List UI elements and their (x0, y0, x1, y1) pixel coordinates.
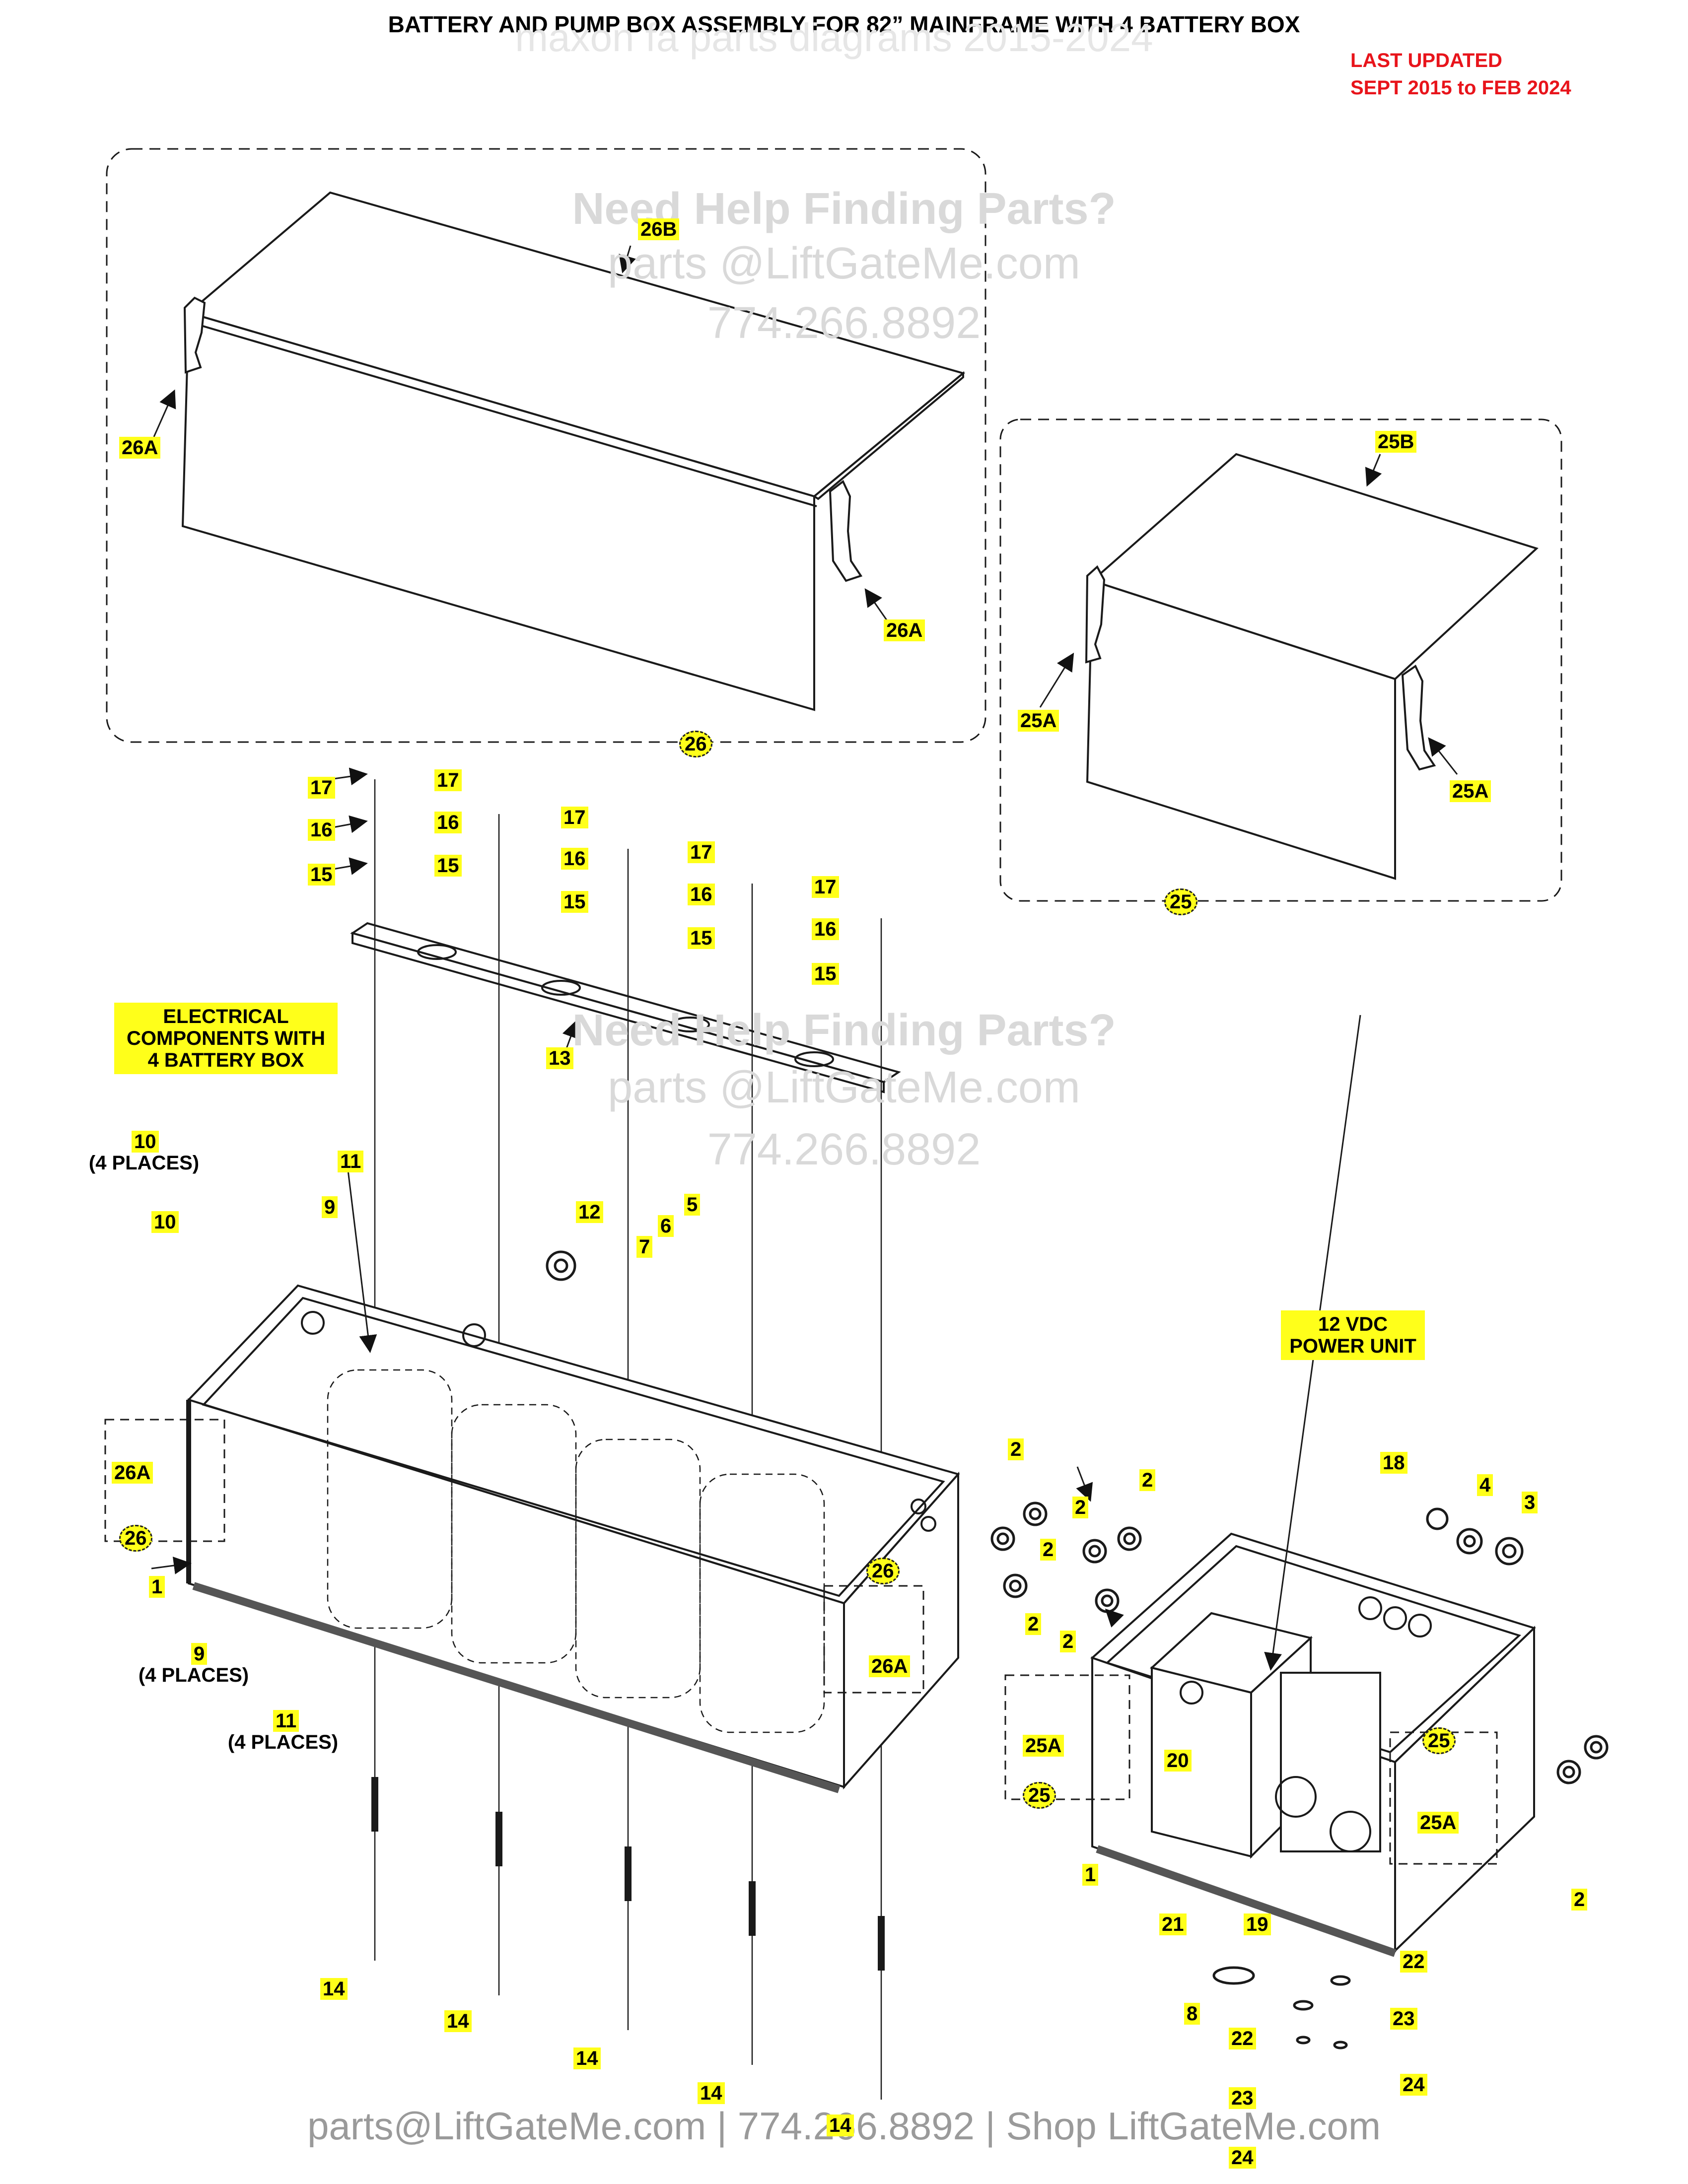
label-2-d: 2 (1072, 1497, 1089, 1518)
label-25a-right: 25A (1450, 780, 1491, 802)
label-26-detail-left: 26 (119, 1525, 152, 1552)
detail-26-left (104, 1419, 225, 1542)
label-26b: 26B (638, 218, 680, 240)
power-unit (1149, 1612, 1381, 1859)
label-25b: 25B (1375, 431, 1417, 453)
label-19: 19 (1244, 1913, 1271, 1935)
label-11-top: 11 (338, 1151, 364, 1172)
label-14-d: 14 (698, 2082, 725, 2104)
label-14-b: 14 (444, 2010, 472, 2032)
label-14-c: 14 (573, 2048, 601, 2069)
label-20: 20 (1164, 1750, 1192, 1772)
label-17-c: 17 (561, 807, 588, 828)
label-9-top: 9 (322, 1196, 338, 1218)
electrical-components-callout: ELECTRICAL COMPONENTS WITH 4 BATTERY BOX (114, 1003, 338, 1074)
label-16-d: 16 (688, 884, 715, 905)
watermark-phone-1: 774.266.8892 (707, 298, 981, 348)
label-7: 7 (636, 1236, 653, 1258)
battery-box-1 (186, 1284, 960, 1793)
detail-26-right (823, 1585, 924, 1694)
label-17-b: 17 (434, 769, 462, 791)
label-17-d: 17 (688, 841, 715, 863)
label-15-a: 15 (308, 864, 335, 886)
label-26a-detail-right: 26A (869, 1655, 911, 1677)
label-25a-left: 25A (1018, 710, 1059, 732)
label-16-a: 16 (308, 819, 335, 841)
last-updated-range: SEPT 2015 to FEB 2024 (1350, 77, 1571, 99)
label-10-top: 10 (132, 1131, 159, 1153)
label-23-b: 23 (1229, 2087, 1256, 2109)
label-21: 21 (1159, 1913, 1187, 1935)
label-13: 13 (546, 1047, 573, 1069)
cover-26-frame (106, 148, 986, 743)
label-9-bottom: 9 (191, 1643, 208, 1665)
label-26a-left: 26A (119, 437, 161, 459)
label-2-f: 2 (1060, 1631, 1076, 1652)
label-26a-detail-left: 26A (112, 1462, 153, 1484)
label-25-group: 25 (1164, 888, 1197, 915)
label-25-detail-right: 25 (1422, 1727, 1456, 1754)
rod-threads (371, 1777, 885, 1971)
label-1-pump-box: 1 (1082, 1864, 1099, 1886)
label-6: 6 (658, 1215, 674, 1237)
hold-down-bar-13 (350, 922, 901, 1093)
label-25a-detail-right: 25A (1417, 1812, 1459, 1834)
label-2-a: 2 (1008, 1438, 1024, 1460)
label-23-a: 23 (1390, 2008, 1417, 2030)
label-11-bottom: 11 (273, 1710, 299, 1732)
watermark-email-1: parts @LiftGateMe.com (608, 239, 1080, 288)
watermark-help-1: Need Help Finding Parts? (572, 184, 1116, 234)
label-12: 12 (576, 1201, 603, 1223)
label-15-d: 15 (688, 927, 715, 949)
label-2-g: 2 (1571, 1889, 1588, 1911)
label-4: 4 (1477, 1474, 1493, 1496)
label-22-b: 22 (1229, 2028, 1256, 2049)
watermark-help-2: Need Help Finding Parts? (572, 1006, 1116, 1055)
label-17-e: 17 (812, 876, 839, 898)
label-2-b: 2 (1040, 1539, 1056, 1561)
watermark-phone-2: 774.266.8892 (707, 1125, 981, 1174)
label-24-a: 24 (1400, 2074, 1427, 2096)
last-updated-label: LAST UPDATED (1350, 50, 1502, 71)
label-24-b: 24 (1229, 2147, 1256, 2169)
pump-box-cover-25b (1085, 453, 1539, 880)
label-26-group: 26 (679, 731, 712, 757)
power-unit-callout: 12 VDC POWER UNIT (1281, 1310, 1425, 1360)
battery-box-cover-26b (181, 191, 966, 711)
label-26-detail-right: 26 (866, 1558, 900, 1584)
detail-25-left (1004, 1674, 1130, 1800)
label-16-e: 16 (812, 918, 839, 940)
label-25-detail-left: 25 (1023, 1782, 1056, 1809)
label-8: 8 (1184, 2003, 1200, 2025)
label-16-c: 16 (561, 848, 588, 870)
label-15-b: 15 (434, 855, 462, 877)
watermark-email-2: parts @LiftGateMe.com (608, 1063, 1080, 1112)
label-1-battery-box: 1 (149, 1576, 165, 1598)
label-25a-detail-left: 25A (1023, 1735, 1064, 1757)
note-10-four-places: (4 PLACES) (88, 1152, 200, 1174)
label-5: 5 (684, 1194, 701, 1216)
label-26a-right: 26A (884, 619, 925, 641)
label-18: 18 (1380, 1452, 1407, 1474)
label-2-e: 2 (1139, 1469, 1156, 1491)
label-15-c: 15 (561, 891, 588, 913)
label-3: 3 (1522, 1492, 1538, 1513)
label-14-a: 14 (320, 1978, 348, 2000)
label-14-e: 14 (827, 2115, 854, 2136)
label-22-a: 22 (1400, 1951, 1427, 1973)
sheet-title: BATTERY AND PUMP BOX ASSEMBLY FOR 82” MA… (388, 11, 1300, 37)
note-9-four-places: (4 PLACES) (138, 1664, 249, 1686)
note-11-four-places: (4 PLACES) (227, 1731, 339, 1753)
label-16-b: 16 (434, 812, 462, 833)
label-10: 10 (151, 1211, 179, 1233)
watermark-faint-title: maxon fa parts diagrams 2015-2024 (515, 15, 1153, 60)
label-15-e: 15 (812, 963, 839, 985)
label-17-a: 17 (308, 777, 335, 799)
cover-25-frame (999, 418, 1562, 902)
label-2-c: 2 (1025, 1613, 1042, 1635)
